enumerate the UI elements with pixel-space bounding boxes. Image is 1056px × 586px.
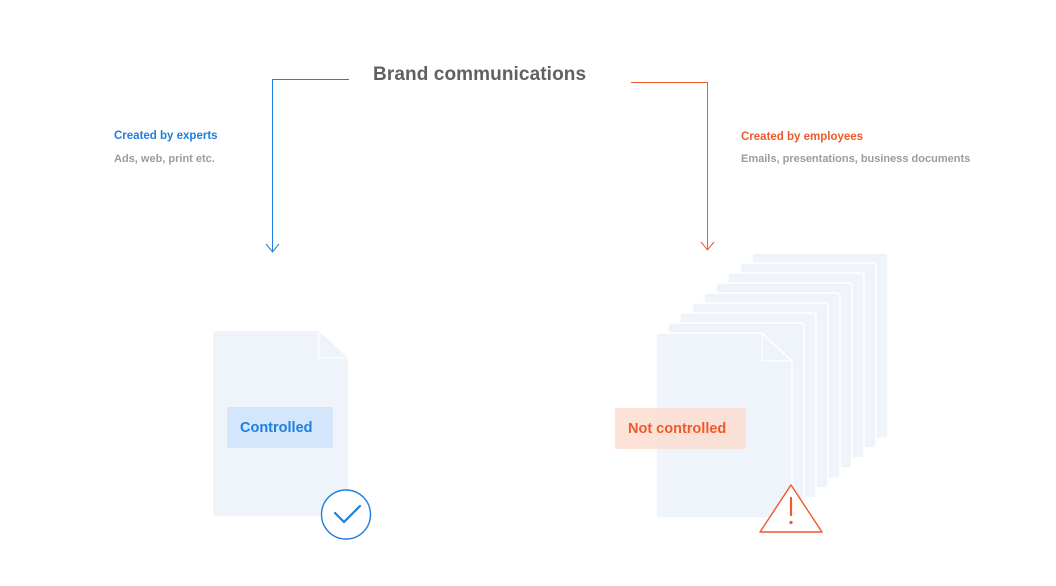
employee-created-subtitle: Emails, presentations, business document… bbox=[741, 153, 971, 165]
employee-created-heading: Created by employees bbox=[741, 131, 864, 143]
warning-triangle-icon bbox=[759, 484, 823, 533]
right-arrowhead bbox=[700, 241, 715, 251]
expert-created-subtitle: Ads, web, print etc. bbox=[114, 153, 215, 165]
right-connector bbox=[631, 82, 715, 251]
right-connector-line bbox=[631, 82, 708, 250]
left-arrowhead bbox=[265, 243, 280, 253]
uncontrolled-document-fold bbox=[761, 333, 792, 362]
controlled-label: Controlled bbox=[227, 407, 333, 448]
page-title: Brand communications bbox=[373, 64, 587, 85]
left-connector bbox=[265, 79, 349, 253]
not-controlled-label: Not controlled bbox=[615, 408, 746, 449]
check-circle-icon bbox=[320, 489, 372, 540]
controlled-document-fold bbox=[318, 331, 348, 359]
not-controlled-label-text: Not controlled bbox=[628, 420, 727, 437]
uncontrolled-document-stack bbox=[655, 252, 889, 519]
controlled-label-text: Controlled bbox=[240, 419, 313, 436]
expert-created-heading: Created by experts bbox=[114, 130, 218, 142]
left-connector-line bbox=[272, 79, 349, 252]
